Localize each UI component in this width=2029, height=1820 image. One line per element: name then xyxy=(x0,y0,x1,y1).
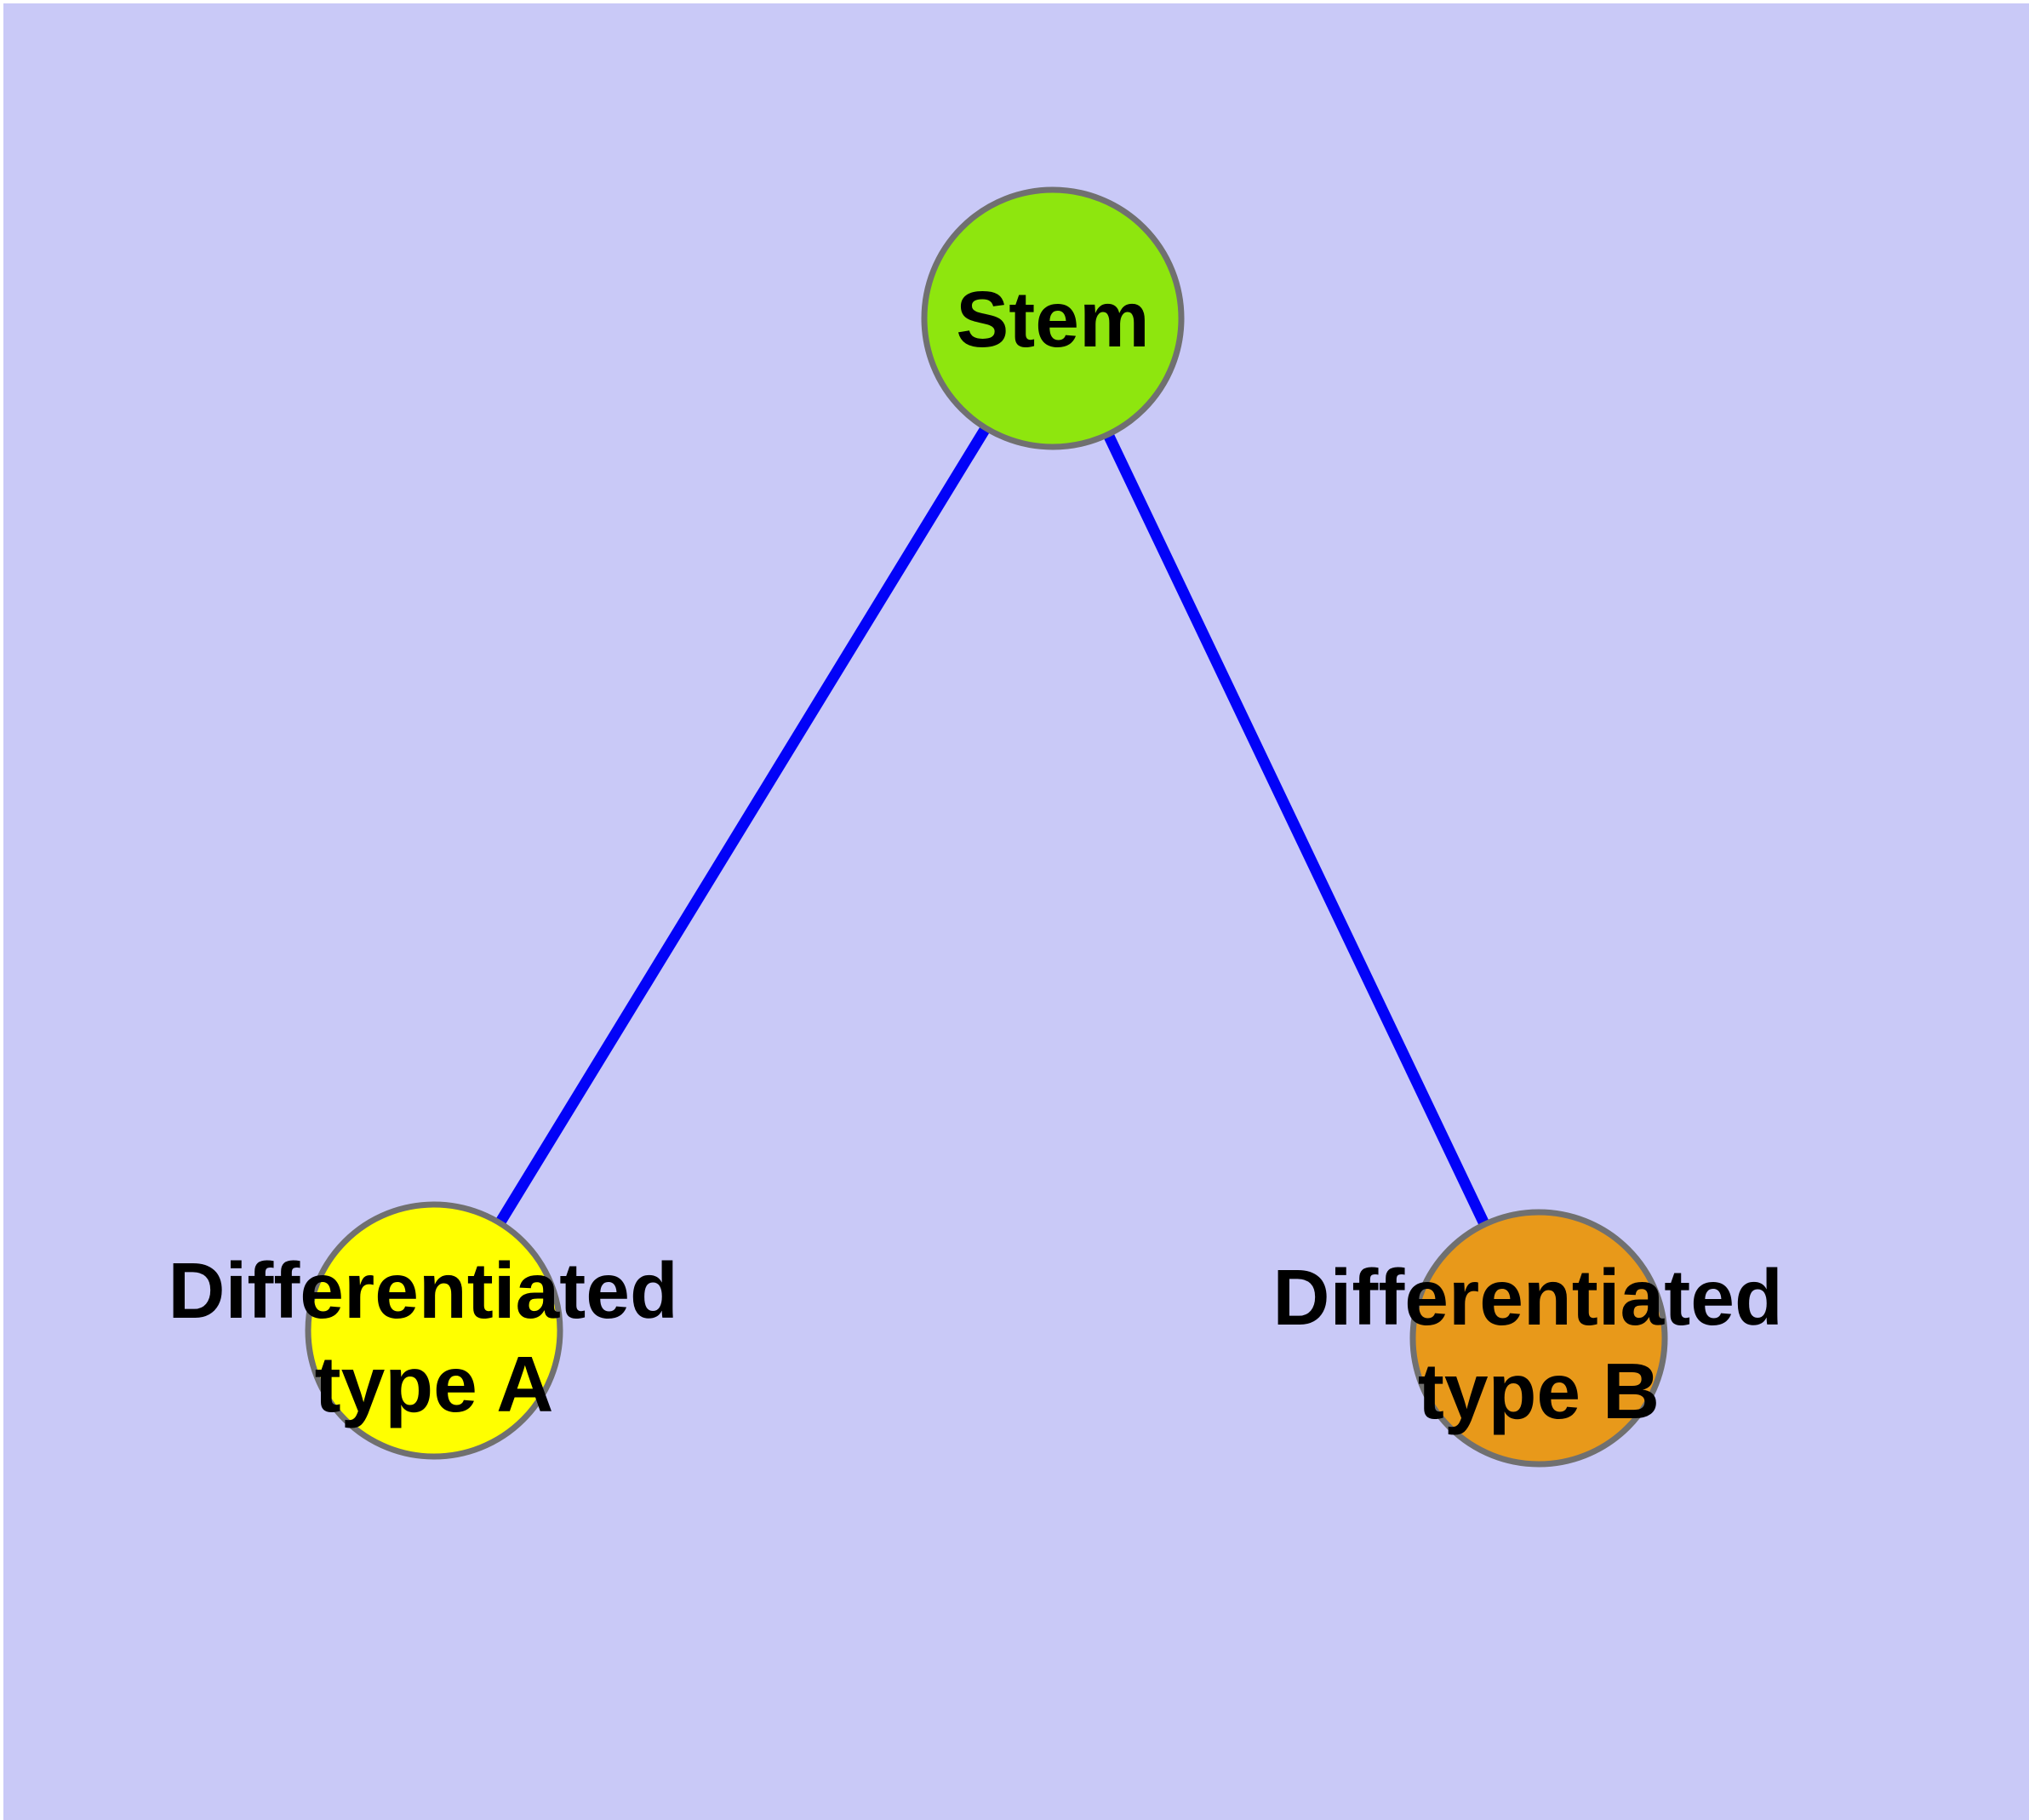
node-type-a-label: Differentiated type A xyxy=(168,1246,700,1428)
node-type-a-label-line2: type A xyxy=(315,1340,554,1428)
node-differentiated-type-a xyxy=(305,1201,563,1460)
node-differentiated-type-b xyxy=(1409,1209,1668,1468)
node-type-a-label-line1: Differentiated xyxy=(168,1246,677,1335)
edge-stem-to-type-a xyxy=(429,315,1058,1334)
edge-stem-to-type-b xyxy=(1048,316,1544,1341)
node-stem xyxy=(921,186,1185,450)
node-type-b-label-line1: Differentiated xyxy=(1272,1253,1782,1342)
node-type-b-label-line2: type B xyxy=(1418,1347,1660,1435)
node-type-b-label: Differentiated type B xyxy=(1272,1253,1804,1435)
node-stem-label: Stem xyxy=(956,275,1149,363)
